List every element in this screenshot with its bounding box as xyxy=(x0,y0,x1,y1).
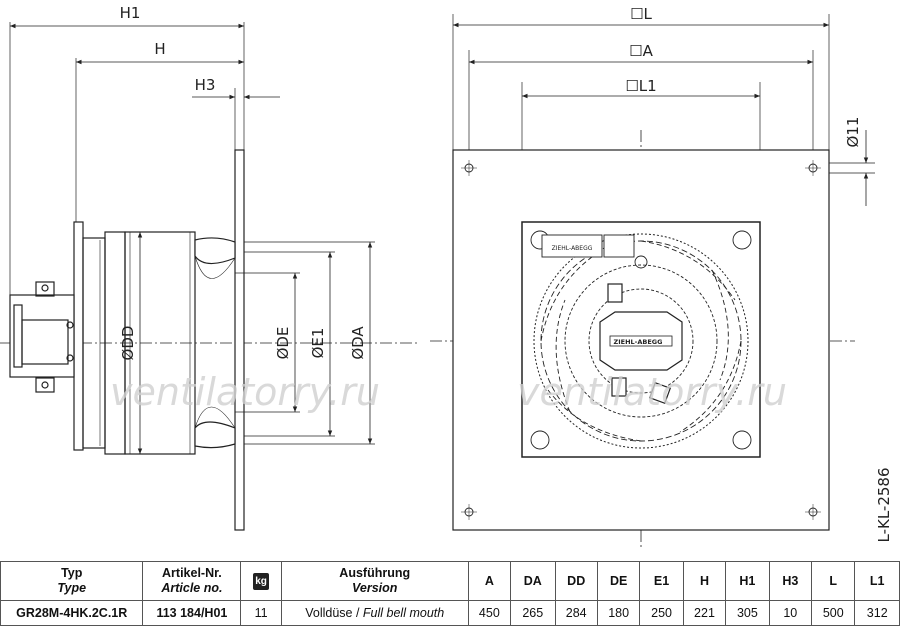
header-h3: H3 xyxy=(768,561,813,601)
cell-da: 265 xyxy=(510,600,556,626)
label-dd: ØDD xyxy=(119,326,137,361)
watermark-left: ventilatorry.ru xyxy=(110,370,380,414)
cell-l: 500 xyxy=(811,600,856,626)
header-de: DE xyxy=(596,561,641,601)
header-h1: H1 xyxy=(725,561,770,601)
header-l1: L1 xyxy=(854,561,900,601)
label-da: ØDA xyxy=(349,326,367,360)
drawing-code: L-KL-2586 xyxy=(875,467,893,542)
label-d11: Ø11 xyxy=(844,117,862,148)
header-h: H xyxy=(682,561,727,601)
cell-type: GR28M-4HK.2C.1R xyxy=(0,600,144,626)
technical-drawing: H1 H H3 ØDD ØDE ØE1 ØDA xyxy=(0,4,893,550)
cell-article: 113 184/H01 xyxy=(142,600,242,626)
label-l: ☐L xyxy=(630,5,652,23)
cell-version: Volldüse / Full bell mouth xyxy=(280,600,469,626)
front-view xyxy=(430,14,875,550)
header-article: Artikel-Nr.Article no. xyxy=(142,561,242,601)
label-l1: ☐L1 xyxy=(625,77,656,95)
weight-icon: kg xyxy=(253,572,269,590)
label-h: H xyxy=(154,40,165,58)
label-de: ØDE xyxy=(274,327,292,360)
cell-de: 180 xyxy=(596,600,641,626)
header-l: L xyxy=(811,561,856,601)
label-plate-brand: ZIEHL-ABEGG xyxy=(552,245,593,252)
hub-brand: ZIEHL-ABEGG xyxy=(614,338,663,346)
cell-dd: 284 xyxy=(554,600,598,626)
label-h1: H1 xyxy=(120,4,141,22)
label-e1: ØE1 xyxy=(309,328,327,359)
table-row: GR28M-4HK.2C.1R 113 184/H01 11 Volldüse … xyxy=(0,600,900,626)
cell-a: 450 xyxy=(467,600,512,626)
header-dd: DD xyxy=(554,561,598,601)
cell-h3: 10 xyxy=(768,600,813,626)
cell-h1: 305 xyxy=(725,600,770,626)
cell-l1: 312 xyxy=(854,600,900,626)
watermark-right: ventilatorry.ru xyxy=(517,370,787,414)
header-weight: kg xyxy=(240,561,282,601)
header-e1: E1 xyxy=(639,561,684,601)
label-h3: H3 xyxy=(195,76,216,94)
cell-h: 221 xyxy=(682,600,727,626)
cell-kg: 11 xyxy=(240,600,282,626)
cell-e1: 250 xyxy=(639,600,684,626)
header-a: A xyxy=(467,561,512,601)
side-view xyxy=(0,22,420,531)
label-a: ☐A xyxy=(629,42,653,60)
header-da: DA xyxy=(510,561,556,601)
